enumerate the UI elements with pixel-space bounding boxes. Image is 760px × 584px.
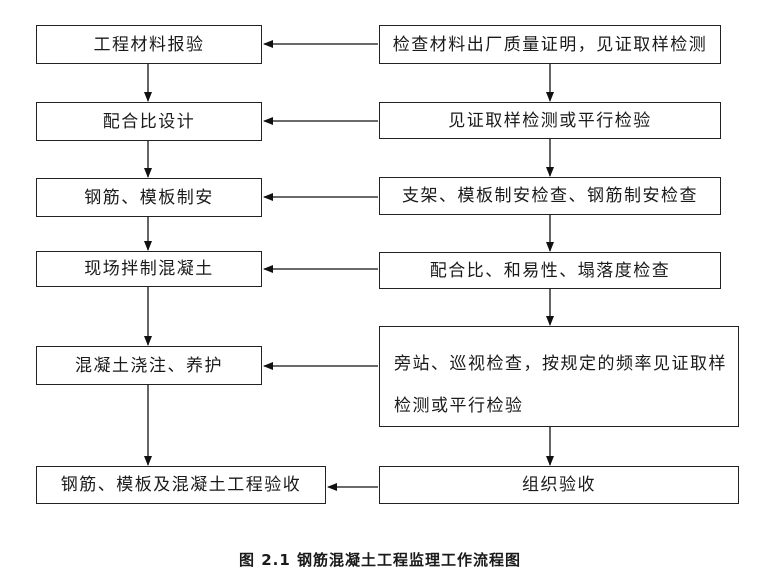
left-step-6-box: 钢筋、模板及混凝土工程验收 <box>36 466 326 504</box>
right-step-2-box: 见证取样检测或平行检验 <box>379 102 721 139</box>
left-step-3-box: 钢筋、模板制安 <box>36 178 262 217</box>
right-step-5-box: 旁站、巡视检查，按规定的频率见证取样检测或平行检验 <box>379 326 739 427</box>
right-step-4-box: 配合比、和易性、塌落度检查 <box>379 252 721 289</box>
right-step-1-box: 检查材料出厂质量证明，见证取样检测 <box>379 25 721 64</box>
left-step-1-box: 工程材料报验 <box>36 25 262 64</box>
left-step-4-box: 现场拌制混凝土 <box>36 251 262 287</box>
figure-caption: 图 2.1 钢筋混凝土工程监理工作流程图 <box>238 551 522 569</box>
left-step-2-box: 配合比设计 <box>36 102 262 141</box>
right-step-3-box: 支架、模板制安检查、钢筋制安检查 <box>379 177 721 215</box>
right-step-6-box: 组织验收 <box>379 466 739 504</box>
left-step-5-box: 混凝土浇注、养护 <box>36 346 262 385</box>
